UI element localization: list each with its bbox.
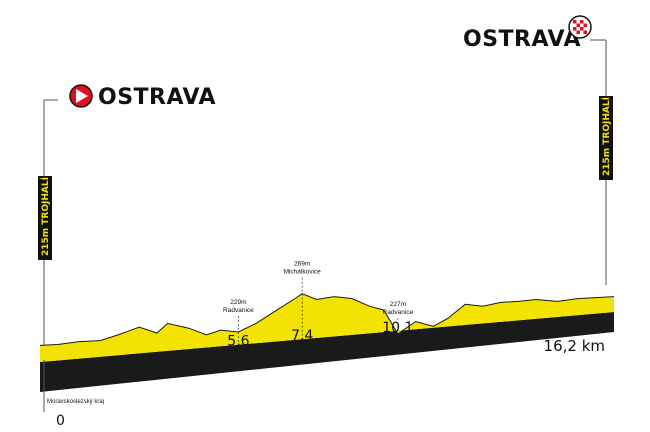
waypoint-elevation: 227m <box>390 301 406 308</box>
distance-start: 0 <box>56 413 65 429</box>
finish-city: OSTRAVA <box>463 27 581 52</box>
finish-flag-icon <box>568 15 592 39</box>
waypoint-place: Radvanice <box>223 307 254 314</box>
start-marker: OSTRAVA <box>69 84 216 110</box>
waypoint-place: Radvanice <box>383 309 414 316</box>
profile-outline <box>39 293 615 346</box>
profile-fill <box>40 293 614 362</box>
waypoint-km: 10,1 <box>382 320 413 336</box>
finish-side-text: 215m TROJHALÍ <box>600 96 612 176</box>
waypoint-km: 5,6 <box>227 334 249 350</box>
waypoint-km: 7,4 <box>291 328 313 344</box>
waypoint-markers: 229mRadvanice5,6269mMichálkovice7,4227mR… <box>223 261 414 350</box>
elevation-profile <box>39 293 615 392</box>
start-side-text: 215m TROJHALÍ <box>39 176 51 256</box>
finish-marker: OSTRAVA <box>463 15 592 52</box>
profile-base-band <box>40 312 614 392</box>
waypoint-elevation: 269m <box>294 261 310 268</box>
start-arrow-glyph <box>76 89 88 103</box>
waypoint-elevation: 229m <box>230 299 246 306</box>
waypoint-place: Michálkovice <box>284 269 322 276</box>
start-city: OSTRAVA <box>98 85 216 110</box>
distance-total: 16,2 km <box>544 337 605 355</box>
start-side-label: 215m TROJHALÍ <box>38 176 52 260</box>
finish-side-label: 215m TROJHALÍ <box>599 96 613 180</box>
region-label: Moravskoslezský kraj <box>47 399 104 405</box>
